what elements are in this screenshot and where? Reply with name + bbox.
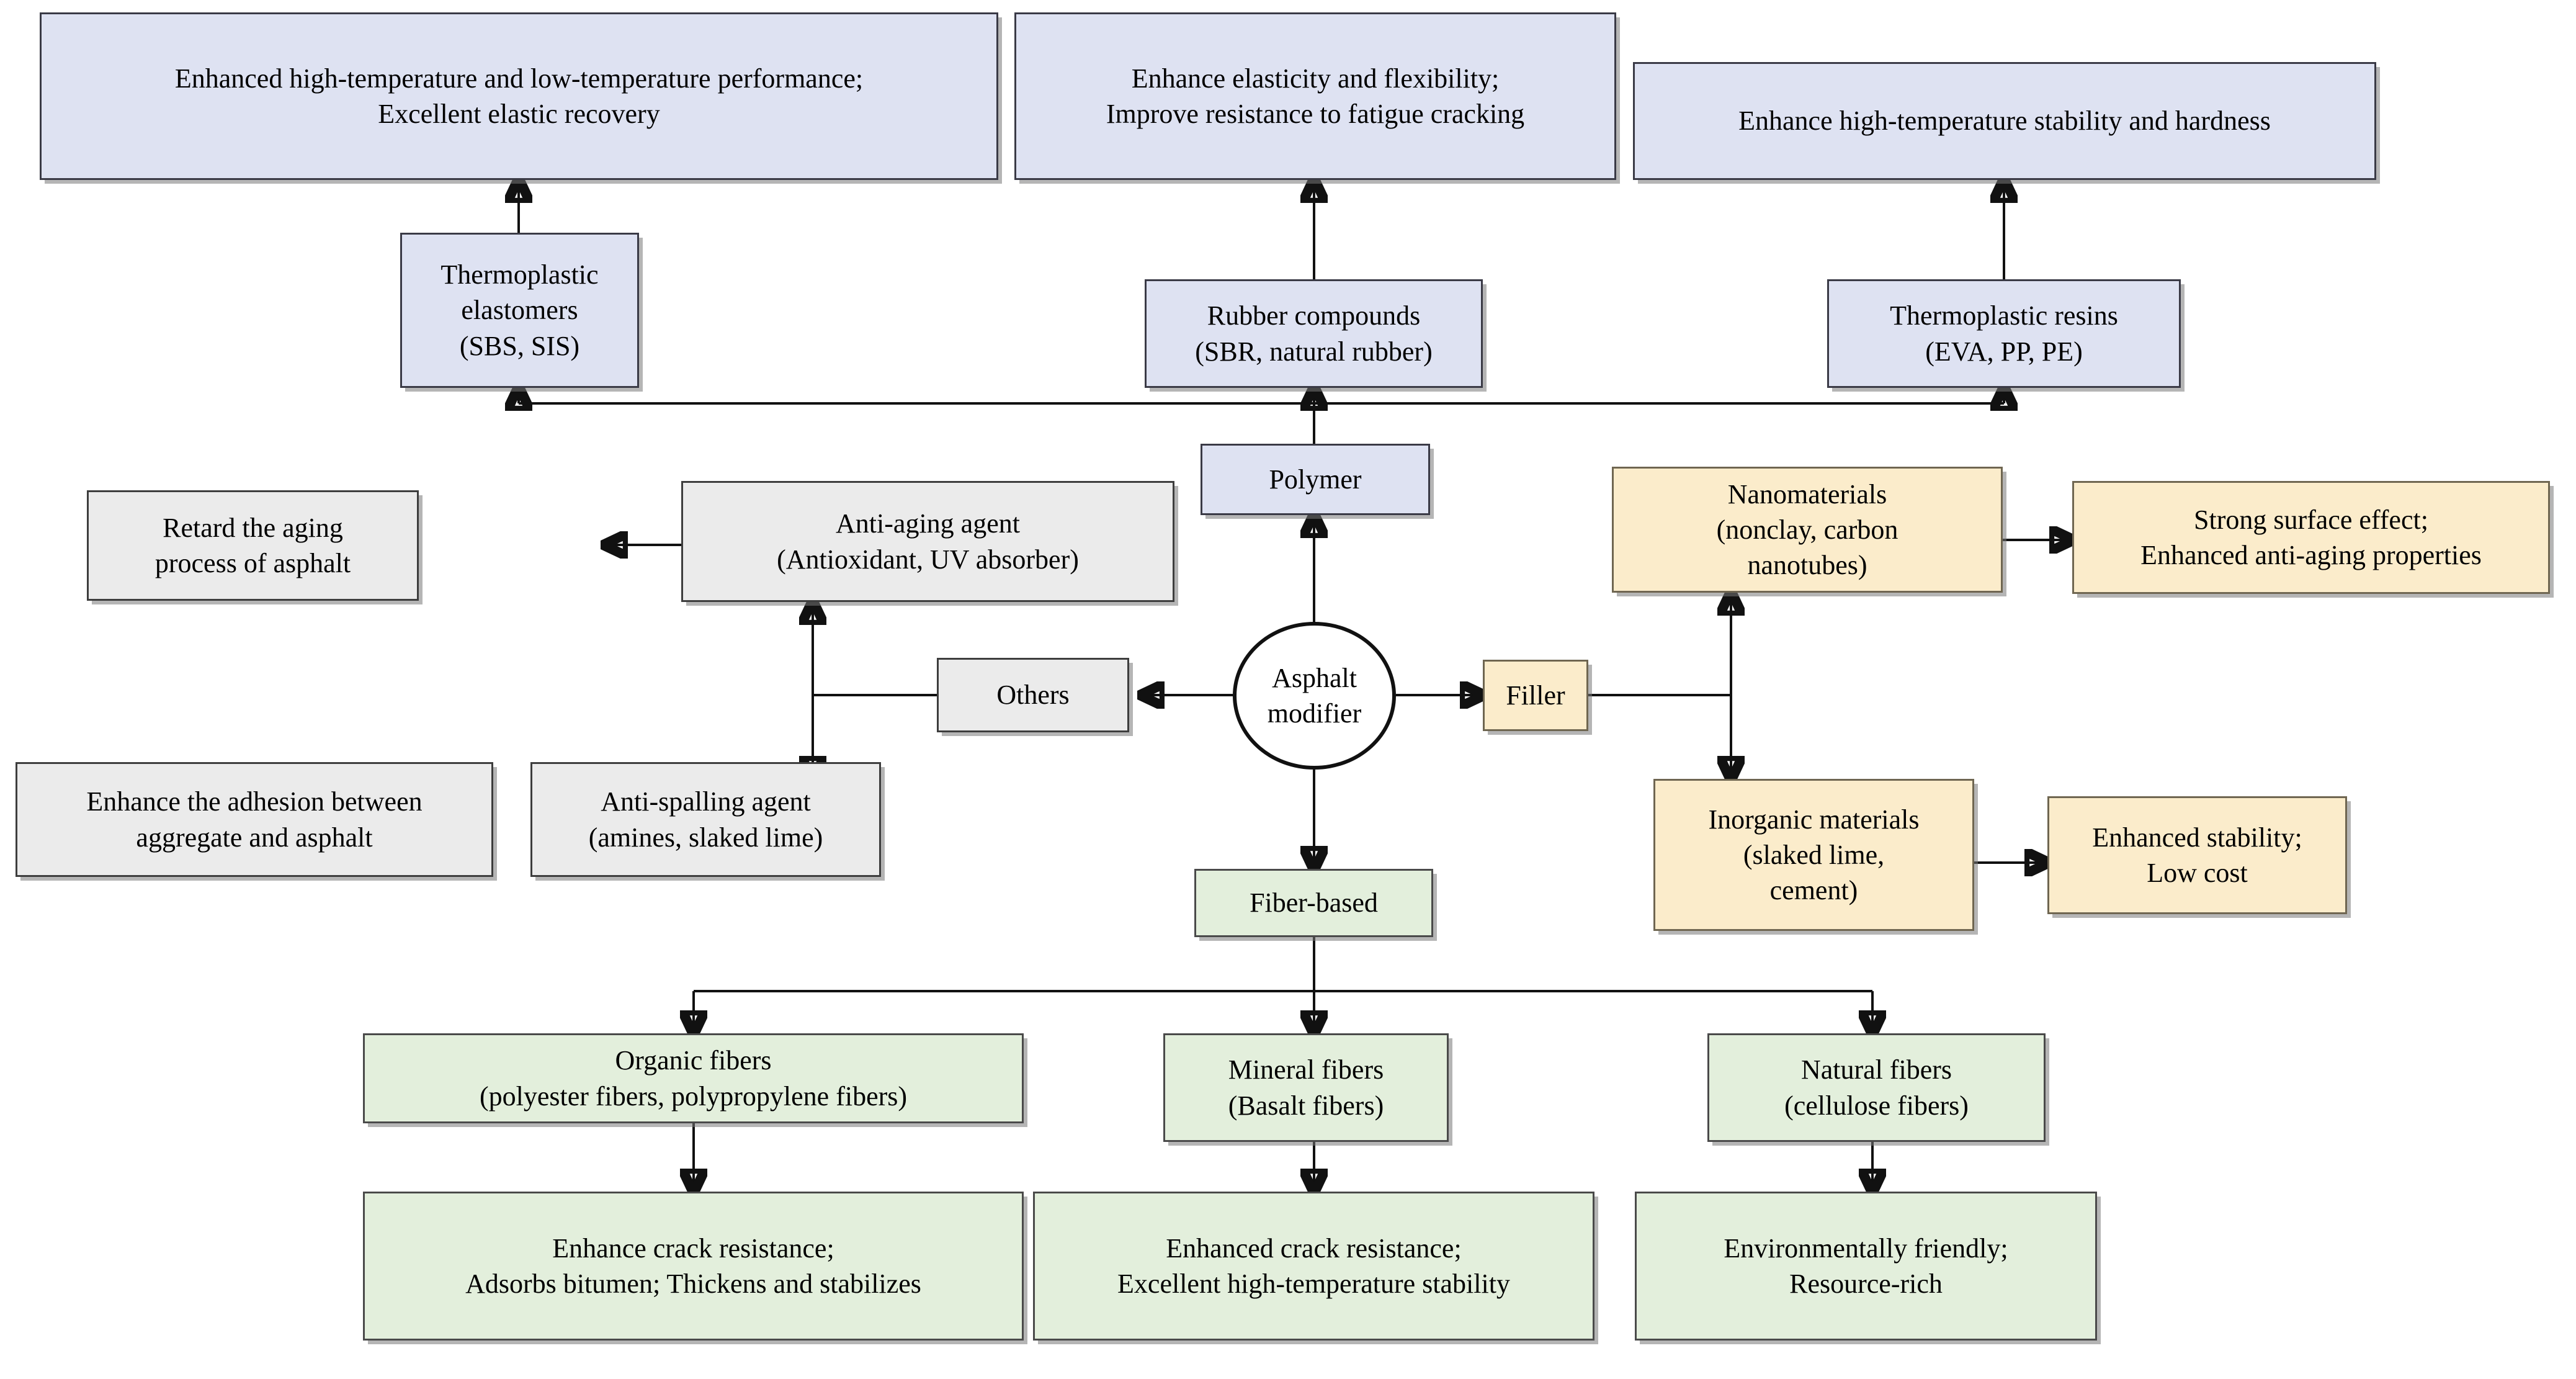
benefit-nanomaterials: Strong surface effect; Enhanced anti-agi… bbox=[2072, 481, 2550, 594]
category-polymer[interactable]: Polymer bbox=[1201, 444, 1430, 515]
benefit-organic-fibers: Enhance crack resistance; Adsorbs bitume… bbox=[363, 1192, 1024, 1341]
node-thermoplastic-elastomers[interactable]: Thermoplastic elastomers (SBS, SIS) bbox=[400, 233, 639, 388]
benefit-rubber-compounds: Enhance elasticity and flexibility; Impr… bbox=[1014, 12, 1616, 180]
category-fiber-based[interactable]: Fiber-based bbox=[1194, 869, 1433, 937]
benefit-inorganic-materials: Enhanced stability; Low cost bbox=[2047, 796, 2347, 914]
node-anti-spalling-agent[interactable]: Anti-spalling agent (amines, slaked lime… bbox=[530, 762, 881, 877]
category-filler[interactable]: Filler bbox=[1483, 660, 1588, 731]
node-anti-aging-agent[interactable]: Anti-aging agent (Antioxidant, UV absorb… bbox=[681, 481, 1174, 602]
benefit-thermoplastic-elastomers: Enhanced high-temperature and low-temper… bbox=[40, 12, 998, 180]
benefit-mineral-fibers: Enhanced crack resistance; Excellent hig… bbox=[1033, 1192, 1594, 1341]
category-others[interactable]: Others bbox=[937, 658, 1129, 732]
node-natural-fibers[interactable]: Natural fibers (cellulose fibers) bbox=[1707, 1033, 2046, 1142]
benefit-anti-spalling-agent: Enhance the adhesion between aggregate a… bbox=[16, 762, 493, 877]
node-mineral-fibers[interactable]: Mineral fibers (Basalt fibers) bbox=[1163, 1033, 1449, 1142]
benefit-thermoplastic-resins: Enhance high-temperature stability and h… bbox=[1633, 62, 2376, 180]
node-rubber-compounds[interactable]: Rubber compounds (SBR, natural rubber) bbox=[1145, 279, 1483, 388]
center-asphalt-modifier[interactable]: Asphalt modifier bbox=[1233, 622, 1396, 770]
node-thermoplastic-resins[interactable]: Thermoplastic resins (EVA, PP, PE) bbox=[1827, 279, 2181, 388]
node-nanomaterials[interactable]: Nanomaterials (nonclay, carbon nanotubes… bbox=[1612, 467, 2003, 593]
node-inorganic-materials[interactable]: Inorganic materials (slaked lime, cement… bbox=[1653, 779, 1974, 931]
benefit-natural-fibers: Environmentally friendly; Resource-rich bbox=[1635, 1192, 2097, 1341]
node-organic-fibers[interactable]: Organic fibers (polyester fibers, polypr… bbox=[363, 1033, 1024, 1123]
benefit-anti-aging-agent: Retard the aging process of asphalt bbox=[87, 490, 419, 601]
